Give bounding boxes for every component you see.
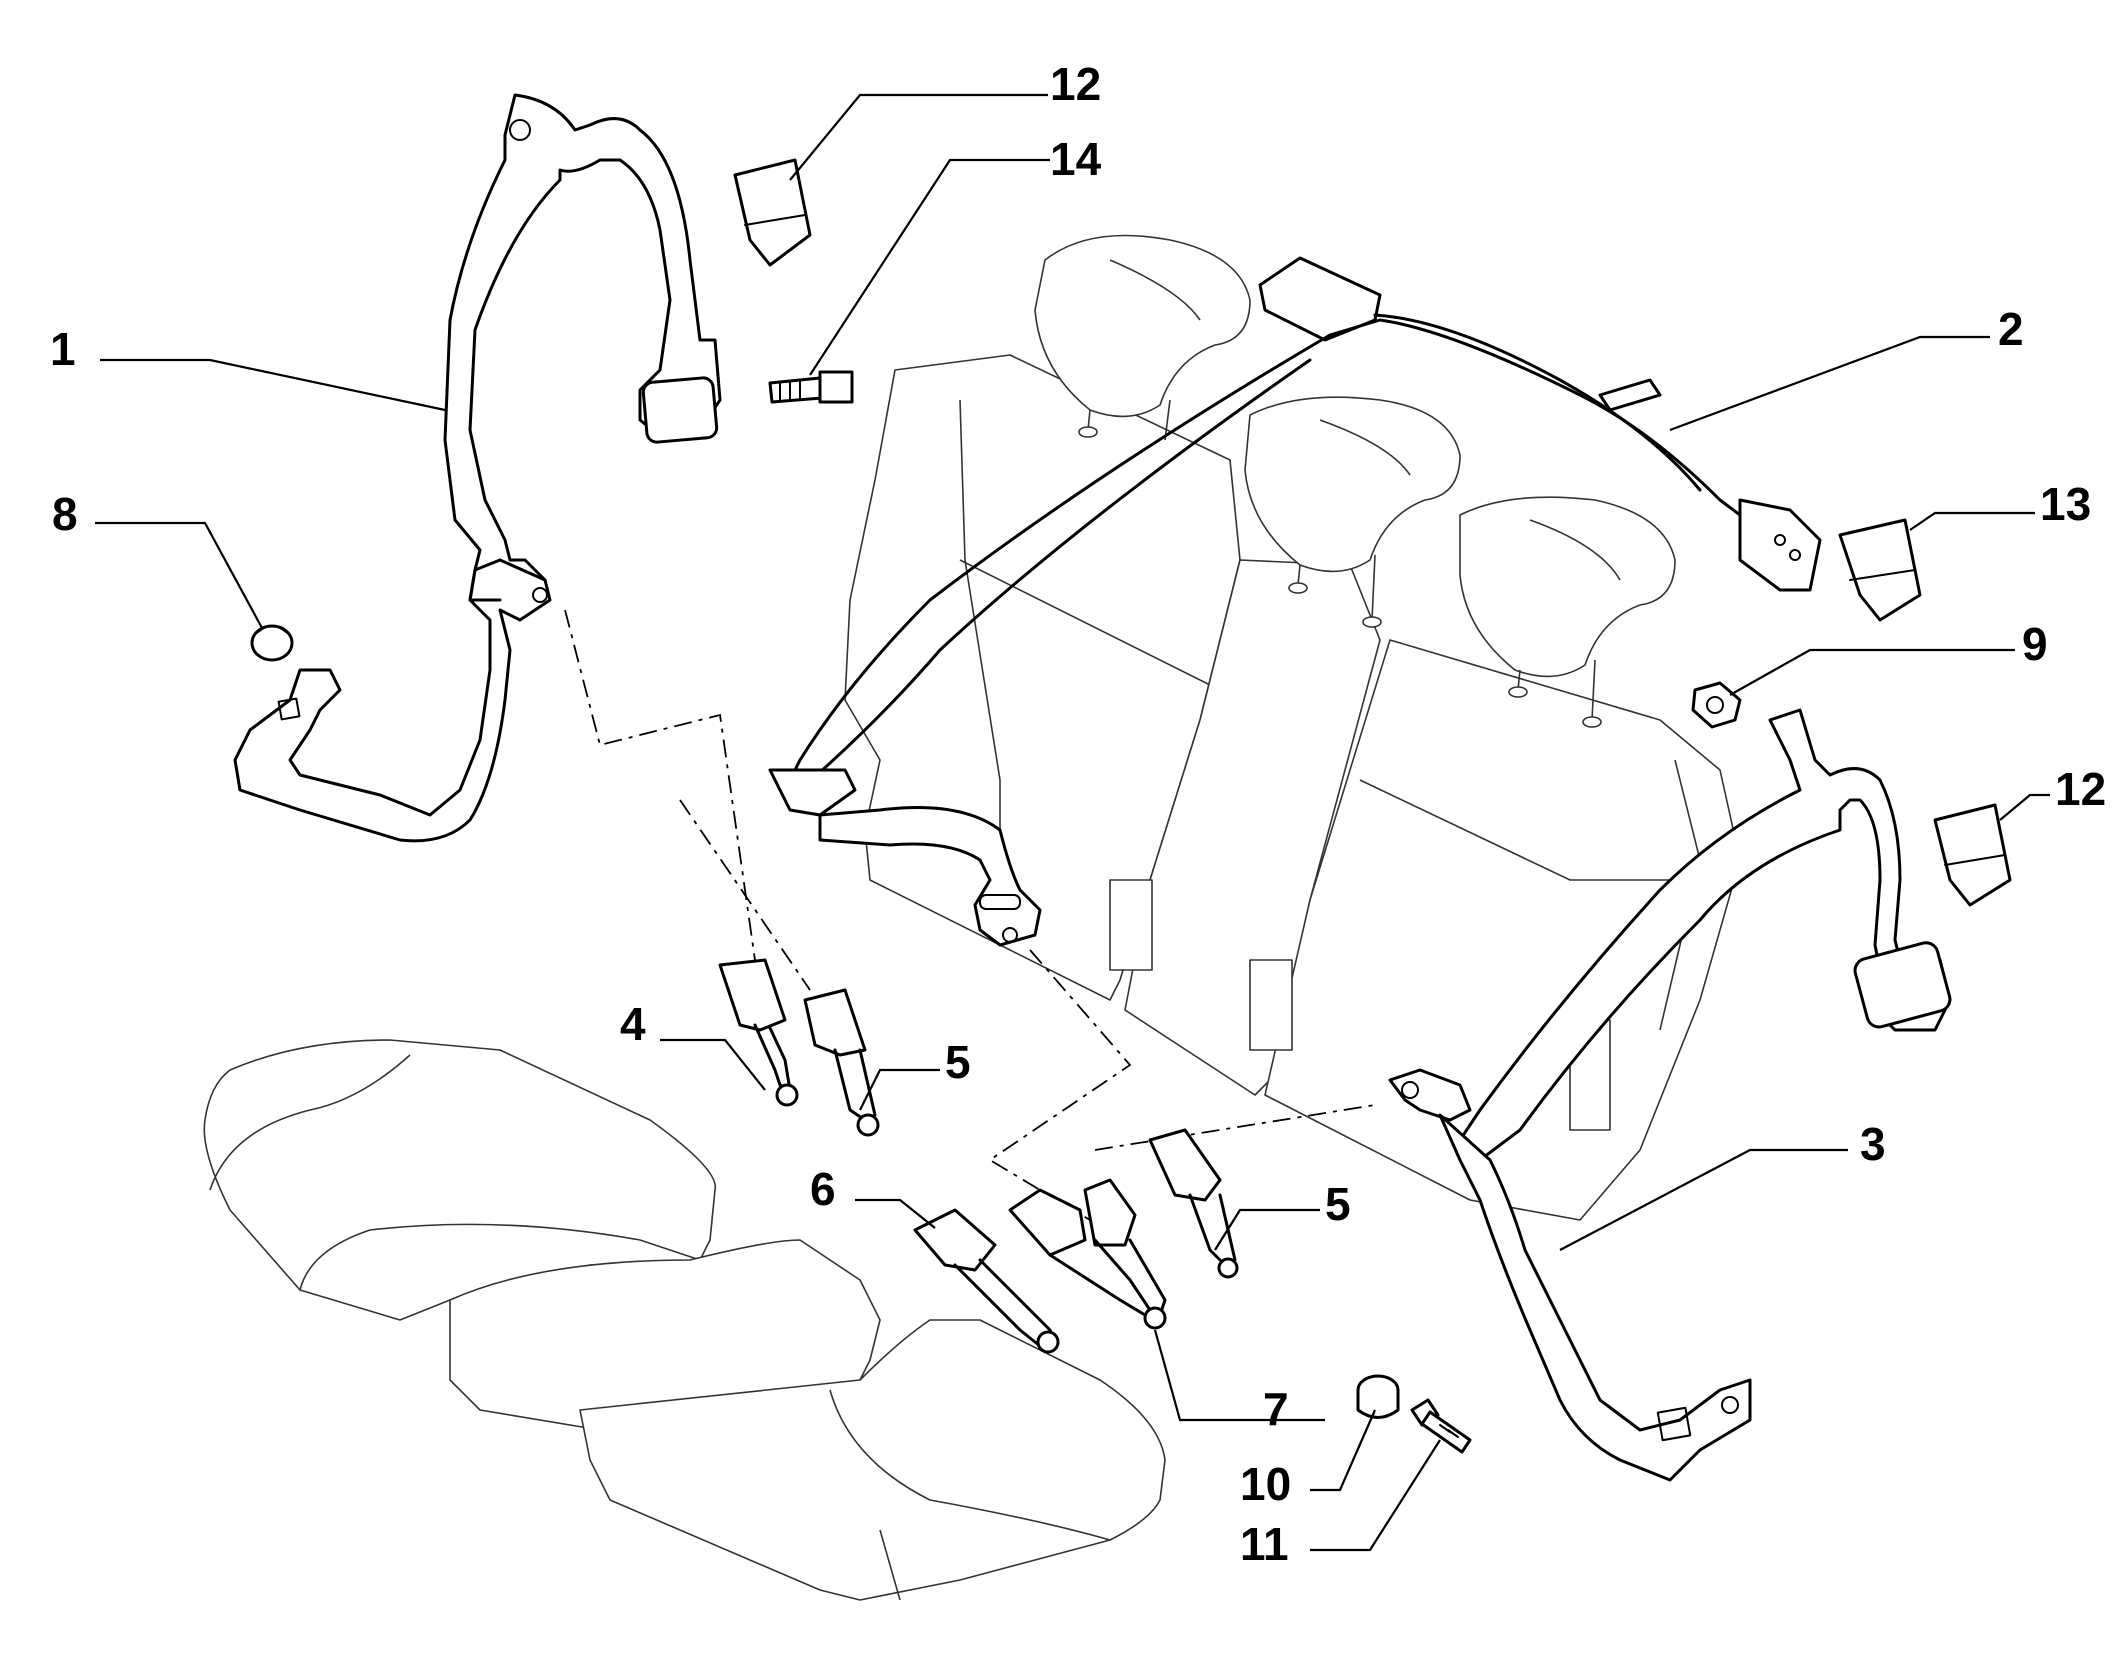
leader-lines xyxy=(95,93,2050,1552)
callout-3: 3 xyxy=(1860,1118,1886,1170)
callout-1: 1 xyxy=(50,323,76,375)
part-5-buckle-right xyxy=(1148,1128,1239,1279)
callout-labels: 1 2 3 4 5 5 6 7 8 9 10 11 12 12 13 14 xyxy=(50,58,2106,1570)
part-5-buckle-left xyxy=(803,988,880,1137)
callout-12-right: 12 xyxy=(2055,763,2106,815)
callout-2: 2 xyxy=(1998,303,2024,355)
callout-4: 4 xyxy=(620,998,646,1050)
part-12-cap-top xyxy=(733,158,812,267)
callout-14: 14 xyxy=(1050,133,1102,185)
part-1-front-belt xyxy=(233,93,722,843)
part-6-buckle xyxy=(913,1208,1060,1354)
callout-13: 13 xyxy=(2040,478,2091,530)
callout-7: 7 xyxy=(1263,1383,1289,1435)
callout-9: 9 xyxy=(2022,618,2048,670)
callout-5-left: 5 xyxy=(945,1036,971,1088)
part-7-buckle xyxy=(1008,1178,1167,1330)
part-10-spacer xyxy=(1356,1374,1400,1419)
part-13-cap xyxy=(1838,518,1922,622)
headrest-left xyxy=(1034,234,1251,441)
callout-11: 11 xyxy=(1240,1518,1289,1570)
part-9-nut xyxy=(1691,681,1742,729)
part-4-buckle xyxy=(718,958,799,1107)
part-14-bolt xyxy=(768,370,854,404)
part-12-cap-right xyxy=(1933,803,2012,907)
callout-6: 6 xyxy=(810,1163,836,1215)
callout-8: 8 xyxy=(52,488,78,540)
part-3-rear-belt xyxy=(1388,708,1952,1482)
headrest-right xyxy=(1459,496,1676,728)
part-8-cap xyxy=(250,624,294,662)
part-11-bolt xyxy=(1410,1398,1472,1454)
seat-cushion xyxy=(203,1039,1166,1601)
callout-5-right: 5 xyxy=(1325,1178,1351,1230)
headrest-center xyxy=(1244,396,1461,628)
callout-12-top: 12 xyxy=(1050,58,1101,110)
part-2-center-belt xyxy=(768,256,1822,947)
callout-10: 10 xyxy=(1240,1458,1291,1510)
